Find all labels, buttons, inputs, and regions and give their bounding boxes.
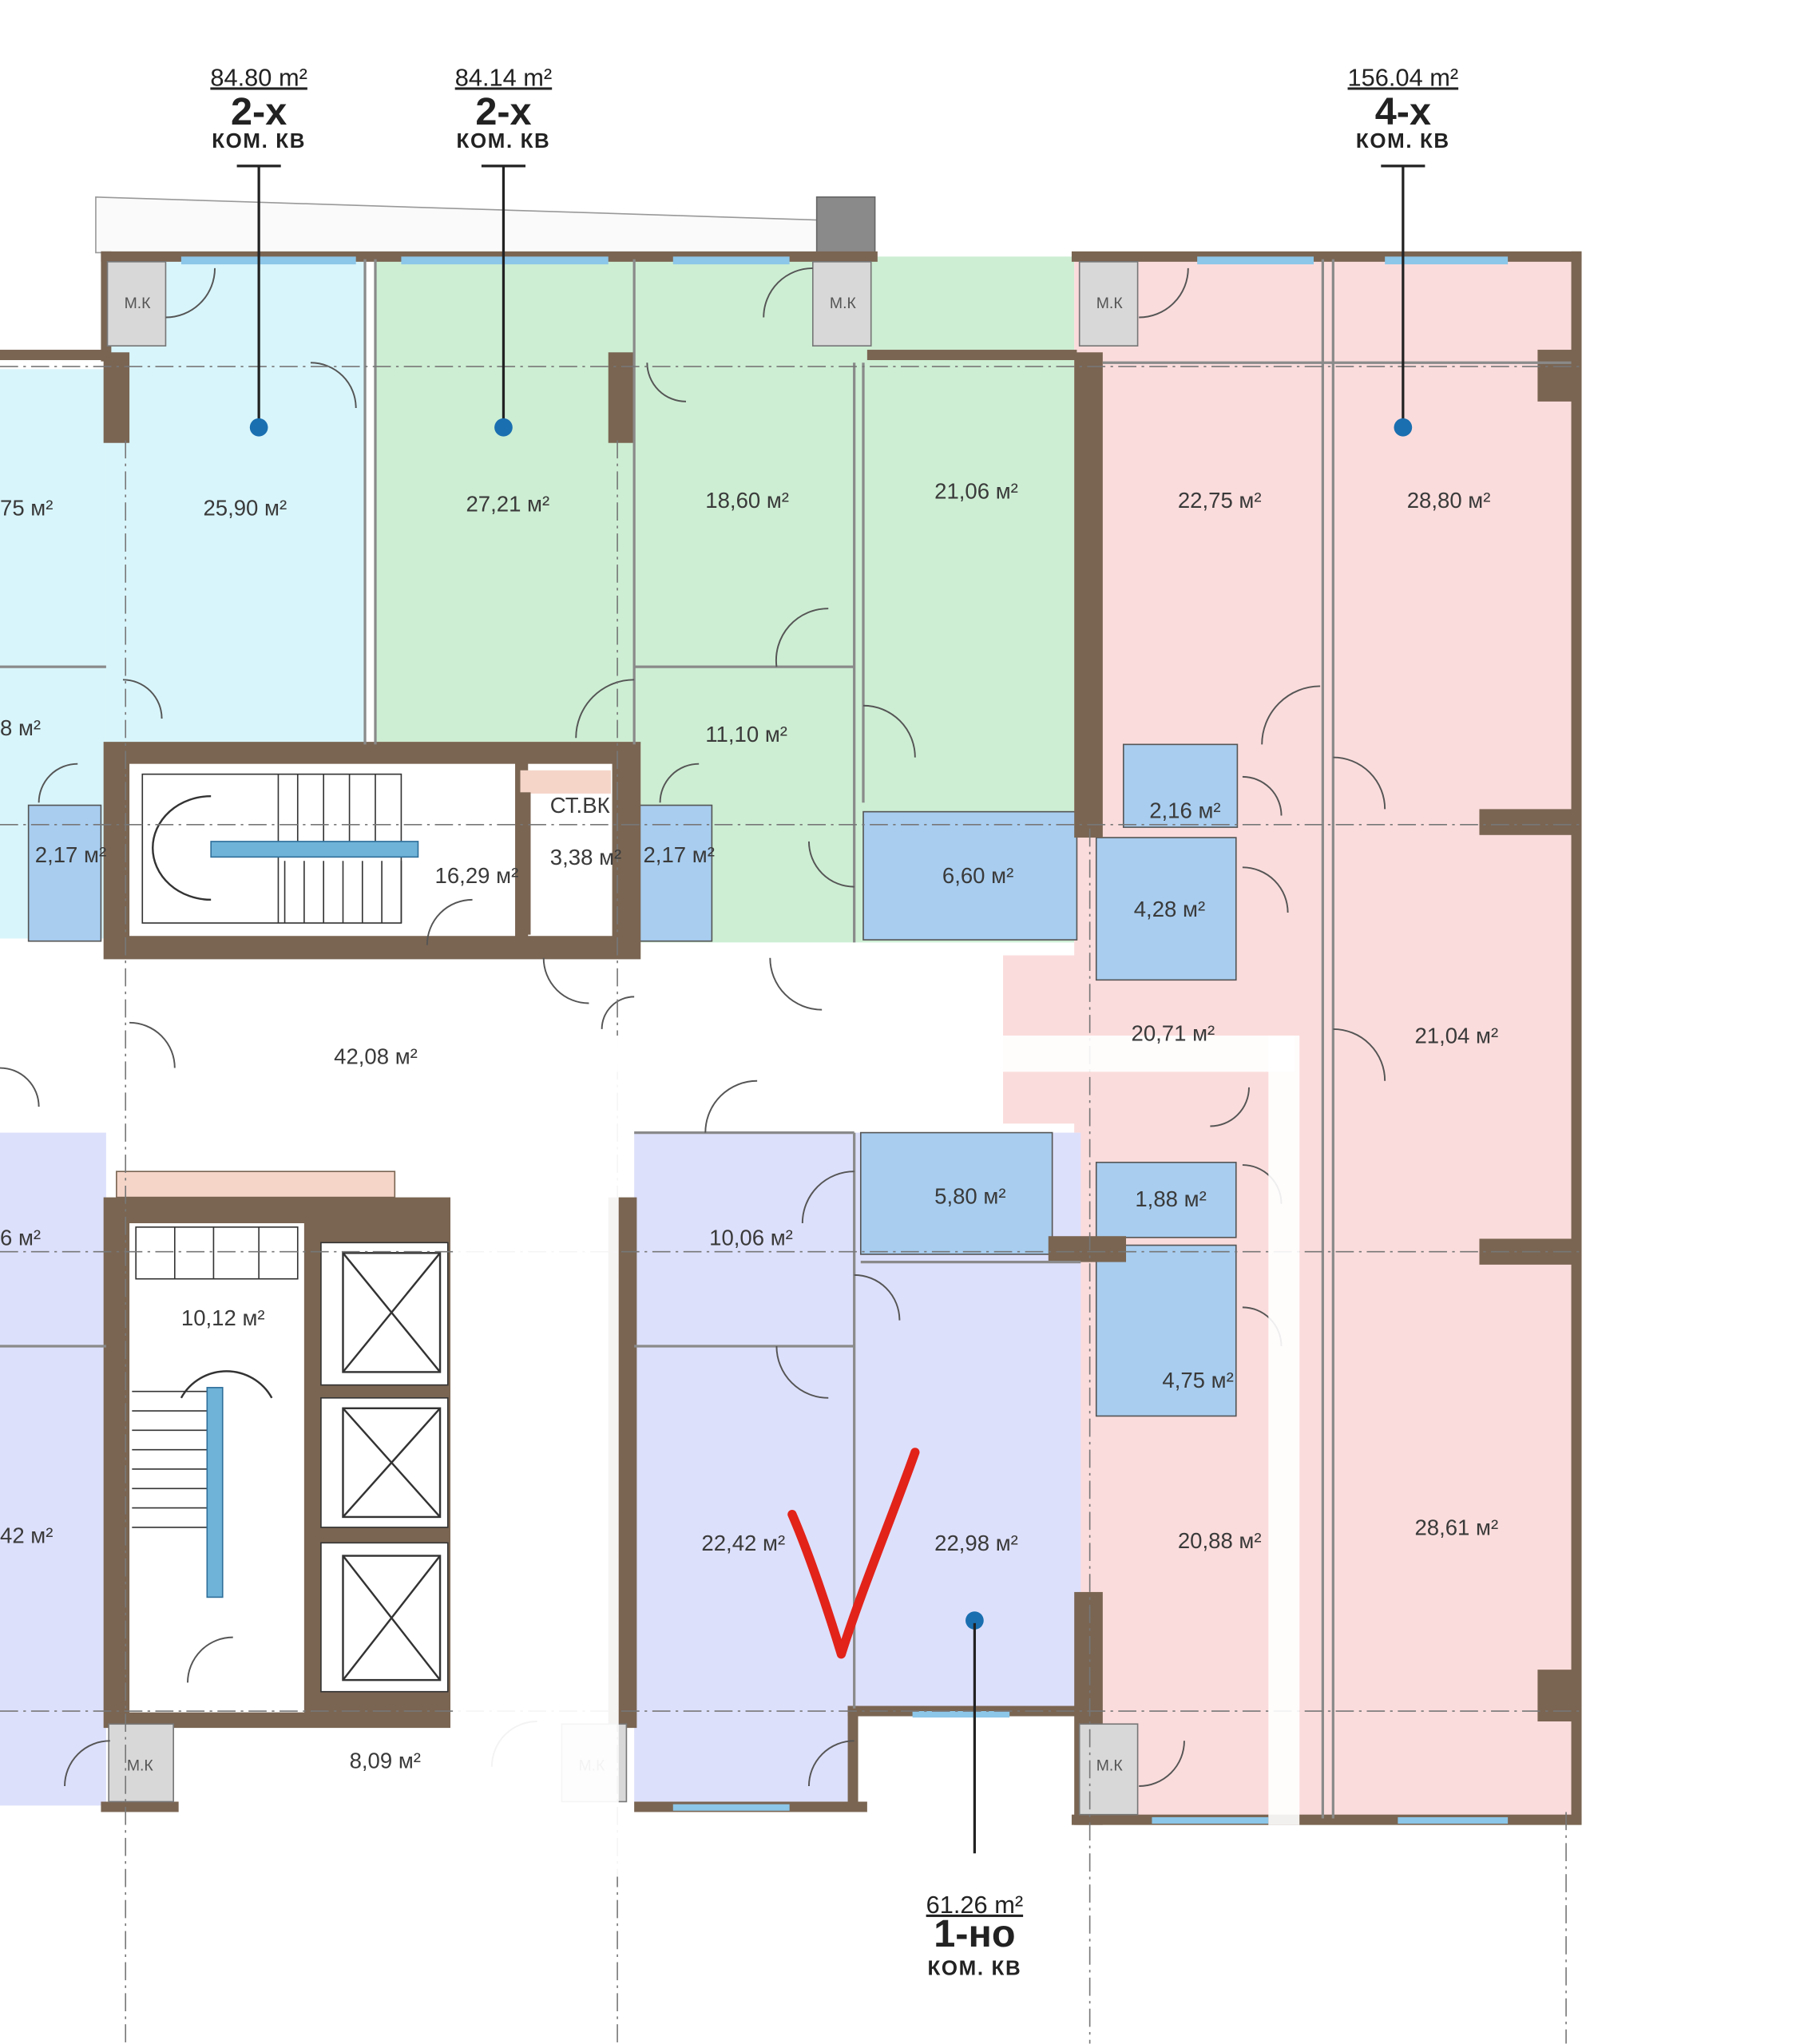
bath-green-2 [862, 810, 1078, 941]
overlay-mask [1268, 1036, 1300, 1825]
room-area: 28,80 м² [1407, 488, 1491, 513]
room-area: 16,29 м² [435, 863, 519, 888]
apartment-area: 84.80 m² [210, 63, 307, 91]
room-area: 11,10 м² [705, 722, 787, 747]
apartment-type: КОМ. КВ [457, 130, 551, 153]
apartment-rooms: 1-но [934, 1912, 1015, 1955]
room-area: 4,75 м² [1162, 1368, 1233, 1392]
shaft-label: СТ.ВК [550, 793, 610, 818]
ml-label: М.К [127, 1757, 154, 1775]
apartment-type: КОМ. КВ [212, 130, 306, 153]
room-area: 6 м² [0, 1226, 41, 1250]
apartment-type: КОМ. КВ [1356, 130, 1450, 153]
room-area: 10,06 м² [709, 1226, 793, 1250]
apartment-type: КОМ. КВ [927, 1958, 1021, 1980]
room-area: 2,17 м² [35, 842, 106, 867]
room-area: 3,38 м² [550, 845, 621, 869]
apartment-area: 61.26 m² [926, 1891, 1023, 1919]
room-area: 4,28 м² [1134, 897, 1205, 921]
overlay-mask [453, 1036, 619, 1877]
overlay-mask [569, 1036, 1295, 1072]
room-area: 6,60 м² [942, 863, 1013, 888]
apartment-rooms: 4-х [1375, 90, 1431, 133]
ml-label: М.К [1096, 295, 1124, 312]
room-area: 21,06 м² [934, 478, 1018, 503]
room-area: 22,75 м² [1178, 488, 1262, 513]
room-area: 28,61 м² [1414, 1515, 1498, 1540]
room-area: 20,71 м² [1132, 1021, 1215, 1046]
bath-green [638, 804, 713, 942]
apartment-label-2k-a: 84.80 m² 2-х КОМ. КВ [210, 63, 307, 437]
ml-label: М.К [1096, 1757, 1124, 1775]
room-area: 21,04 м² [1414, 1024, 1498, 1048]
room-area: 75 м² [0, 495, 53, 520]
room-area: 10,12 м² [181, 1305, 265, 1330]
apartment-area: 156.04 m² [1348, 63, 1459, 91]
room-area: 18,60 м² [705, 488, 789, 513]
bath-cyan [27, 804, 102, 942]
bath-pink-3 [1095, 1162, 1237, 1238]
room-area: 27,21 м² [466, 492, 549, 517]
room-area: 42,08 м² [334, 1044, 418, 1069]
apartment-label-2k-b: 84.14 m² 2-х КОМ. КВ [455, 63, 552, 437]
room-area: 42 м² [0, 1523, 53, 1547]
bath-pink-2 [1095, 837, 1237, 981]
apartment-rooms: 2-х [475, 90, 531, 133]
vent-block [815, 196, 876, 256]
apartment-rooms: 2-х [231, 90, 287, 133]
bath-purple [859, 1131, 1053, 1255]
room-area: 2,16 м² [1149, 798, 1220, 823]
apartment-marker [494, 418, 513, 437]
room-area: 5,80 м² [934, 1184, 1005, 1209]
apartment-area: 84.14 m² [455, 63, 552, 91]
room-area: 2,17 м² [643, 842, 714, 867]
room-area: 8 м² [0, 715, 41, 740]
bath-pink-1 [1122, 743, 1239, 828]
apartment-marker [965, 1611, 984, 1630]
ml-label: М.К [830, 295, 857, 312]
room-area: 8,09 м² [350, 1748, 421, 1773]
apartment-marker [1394, 418, 1413, 437]
room-area: 1,88 м² [1135, 1186, 1206, 1211]
zone-purple-notch [854, 1708, 1081, 1812]
apartment-marker [249, 418, 268, 437]
apartment-label-4k: 156.04 m² 4-х КОМ. КВ [1348, 63, 1459, 437]
stair-core-top [103, 742, 641, 960]
checkmark-annotation [787, 1448, 920, 1659]
room-area: 20,88 м² [1178, 1528, 1262, 1553]
zone-purple-left [0, 1132, 106, 1806]
room-area: 22,98 м² [934, 1531, 1018, 1555]
balcony-outline [95, 196, 830, 254]
room-area: 25,90 м² [203, 495, 287, 520]
ml-boxes [106, 261, 1139, 1816]
bath-pink-4 [1095, 1244, 1237, 1417]
stair-core-bottom [103, 1171, 451, 1729]
apartment-label-1k: 61.26 m² 1-но КОМ. КВ [926, 1611, 1023, 1980]
room-area: 22,42 м² [701, 1531, 785, 1555]
ml-label: М.К [125, 295, 152, 312]
